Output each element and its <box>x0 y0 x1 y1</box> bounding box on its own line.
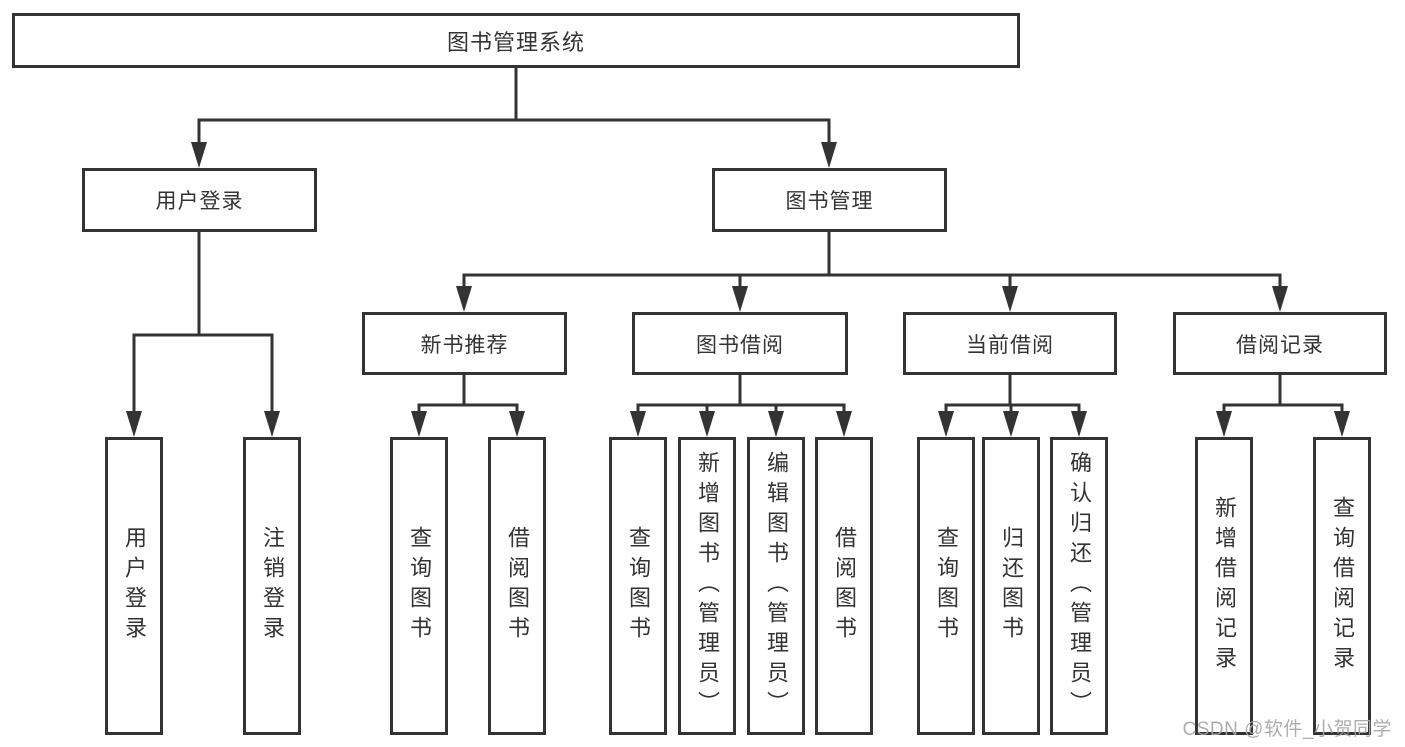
node-library-system: 图书管理系统 <box>12 13 1020 68</box>
arrow-icon <box>509 411 525 437</box>
leaf-bb-borrow-book: 借阅图书 <box>815 437 873 735</box>
node-label: 查询借阅记录 <box>1330 496 1355 676</box>
leaf-cb-return-book: 归还图书 <box>982 437 1040 735</box>
node-label: 用户登录 <box>155 190 244 213</box>
arrow-icon <box>699 411 715 437</box>
node-book-management: 图书管理 <box>712 168 947 232</box>
leaf-user-login: 用户登录 <box>105 437 163 735</box>
arrow-icon <box>938 411 954 437</box>
leaf-logout: 注销登录 <box>243 437 301 735</box>
leaf-nb-query-book: 查询图书 <box>390 437 448 735</box>
connector-new-book-children <box>417 375 519 413</box>
node-label: 借阅记录 <box>1236 333 1324 357</box>
connector-book-borrow-children <box>636 375 846 413</box>
connector-current-borrow-children <box>944 375 1081 413</box>
arrow-icon <box>1071 411 1087 437</box>
node-label: 当前借阅 <box>966 333 1054 357</box>
node-book-borrow: 图书借阅 <box>632 312 848 375</box>
connector-borrow-record-children <box>1222 375 1344 413</box>
leaf-rec-add-record: 新增借阅记录 <box>1195 437 1253 735</box>
csdn-watermark: CSDN @软件_小贺同学 <box>1182 719 1392 740</box>
node-label: 归还图书 <box>999 526 1024 646</box>
arrow-icon <box>768 411 784 437</box>
node-label: 图书借阅 <box>696 333 784 357</box>
arrow-icon <box>821 142 837 168</box>
node-label: 新书推荐 <box>420 333 509 357</box>
arrow-icon <box>732 286 748 312</box>
arrow-icon <box>630 411 646 437</box>
node-new-book-recommend: 新书推荐 <box>362 312 567 375</box>
node-label: 编辑图书（管理员） <box>764 451 789 721</box>
node-label: 图书管理 <box>785 190 874 213</box>
leaf-rec-query-record: 查询借阅记录 <box>1313 437 1371 735</box>
arrowheads <box>126 142 1350 437</box>
arrow-icon <box>1272 286 1288 312</box>
connector-root-to-level2 <box>197 68 831 146</box>
connector-strokes <box>132 68 1344 413</box>
node-label: 注销登录 <box>260 526 285 646</box>
connector-book-management-children <box>462 232 1282 290</box>
arrow-icon <box>191 142 207 168</box>
node-borrow-records: 借阅记录 <box>1173 312 1387 375</box>
node-label: 借阅图书 <box>505 526 530 646</box>
node-user-login: 用户登录 <box>82 168 317 232</box>
connector-user-login-children <box>132 232 274 413</box>
node-current-borrow: 当前借阅 <box>903 312 1117 375</box>
leaf-nb-borrow-book: 借阅图书 <box>488 437 546 735</box>
node-label: 图书管理系统 <box>446 29 585 55</box>
arrow-icon <box>1002 286 1018 312</box>
leaf-bb-add-book-admin: 新增图书（管理员） <box>678 437 736 735</box>
node-label: 查询图书 <box>626 526 651 646</box>
node-label: 查询图书 <box>934 526 959 646</box>
arrow-icon <box>456 286 472 312</box>
arrow-icon <box>411 411 427 437</box>
node-label: 新增图书（管理员） <box>695 451 720 721</box>
leaf-cb-query-book: 查询图书 <box>917 437 975 735</box>
arrow-icon <box>1334 411 1350 437</box>
arrow-icon <box>1216 411 1232 437</box>
arrow-icon <box>264 411 280 437</box>
node-label: 查询图书 <box>407 526 432 646</box>
node-label: 用户登录 <box>122 526 147 646</box>
arrow-icon <box>126 411 142 437</box>
node-label: 确认归还（管理员） <box>1067 451 1092 721</box>
leaf-bb-edit-book-admin: 编辑图书（管理员） <box>747 437 805 735</box>
node-label: 新增借阅记录 <box>1212 496 1237 676</box>
arrow-icon <box>1003 411 1019 437</box>
arrow-icon <box>836 411 852 437</box>
leaf-cb-confirm-return-admin: 确认归还（管理员） <box>1050 437 1108 735</box>
node-label: 借阅图书 <box>832 526 857 646</box>
leaf-bb-query-book: 查询图书 <box>609 437 667 735</box>
